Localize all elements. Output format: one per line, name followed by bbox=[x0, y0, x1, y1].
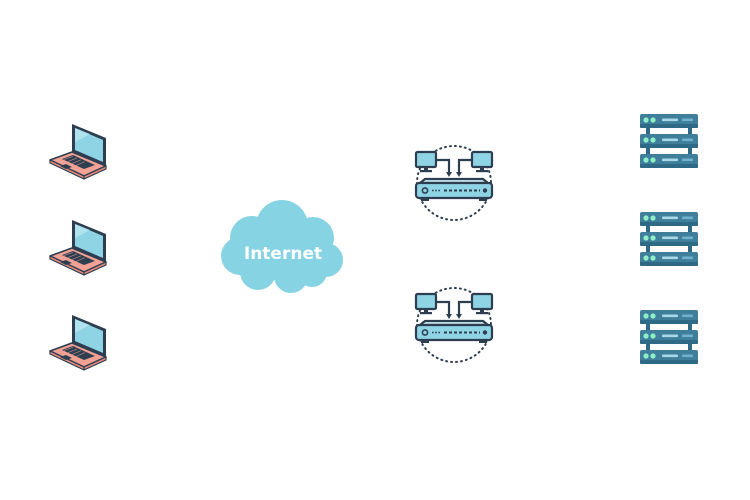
server-1 bbox=[640, 114, 698, 168]
router-icon bbox=[414, 144, 494, 222]
client-laptop-1 bbox=[49, 123, 107, 180]
internet-cloud: Internet bbox=[221, 200, 343, 293]
client-laptop-2 bbox=[49, 219, 107, 276]
cloud-icon bbox=[221, 200, 343, 293]
server-3 bbox=[640, 310, 698, 364]
router-1 bbox=[414, 144, 494, 222]
router-2 bbox=[414, 286, 494, 364]
server-2 bbox=[640, 212, 698, 266]
router-icon bbox=[414, 286, 494, 364]
server-rack-icon bbox=[640, 114, 698, 168]
server-rack-icon bbox=[640, 310, 698, 364]
cloud-label: Internet bbox=[244, 244, 322, 264]
laptop-icon bbox=[49, 219, 107, 276]
laptop-icon bbox=[49, 123, 107, 180]
server-rack-icon bbox=[640, 212, 698, 266]
client-laptop-3 bbox=[49, 314, 107, 371]
laptop-icon bbox=[49, 314, 107, 371]
